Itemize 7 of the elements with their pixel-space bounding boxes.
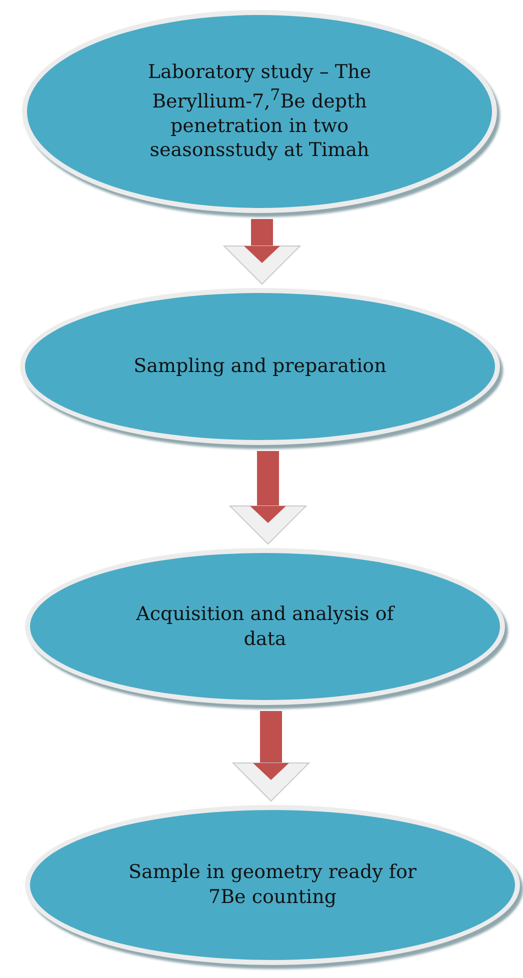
node-text: Sample in geometry ready for 7Be counting bbox=[128, 860, 418, 910]
node-text: Sampling and preparation bbox=[134, 354, 386, 379]
block-arrow bbox=[224, 219, 300, 284]
node-text: Acquisition and analysis of data bbox=[135, 602, 396, 652]
block-arrow bbox=[232, 711, 310, 802]
block-arrow bbox=[230, 451, 306, 544]
node-text: Laboratory study – The Beryllium-7,$^{7}$Be depth penetration in two seasonsstudy at Timah bbox=[146, 60, 372, 164]
